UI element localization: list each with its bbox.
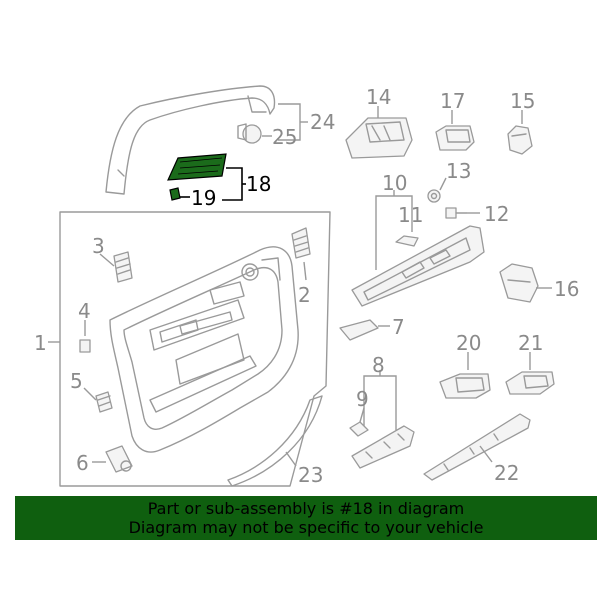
part-6-bracket <box>105 445 133 473</box>
callout-2: 2 <box>298 283 311 307</box>
callout-10: 10 <box>382 171 407 195</box>
callout-3: 3 <box>92 234 105 258</box>
part-5-bracket <box>95 391 113 413</box>
part-25-clip <box>237 123 262 144</box>
part-7-handle-bezel <box>339 319 379 341</box>
banner-line-1: Part or sub-assembly is #18 in diagram <box>147 499 465 518</box>
callout-7: 7 <box>392 315 405 339</box>
callout-4: 4 <box>78 299 91 323</box>
callout-19: 19 <box>191 186 216 210</box>
part-14-switch-assembly <box>345 117 413 159</box>
callout-11: 11 <box>398 203 423 227</box>
part-22-trim-strip <box>423 413 531 481</box>
callout-16: 16 <box>554 277 579 301</box>
leader-18 <box>222 167 243 201</box>
info-banner: Part or sub-assembly is #18 in diagram D… <box>15 496 597 540</box>
callout-8: 8 <box>372 353 385 377</box>
part-11-cover <box>395 235 419 247</box>
part-1-door-trim-panel <box>109 246 299 453</box>
part-19-clip <box>169 187 181 201</box>
callout-15: 15 <box>510 89 535 113</box>
part-3-bracket <box>113 251 133 283</box>
callout-21: 21 <box>518 331 543 355</box>
part-15-switch <box>507 125 533 155</box>
callout-1: 1 <box>34 331 47 355</box>
callout-17: 17 <box>440 89 465 113</box>
callout-24: 24 <box>310 110 335 134</box>
callout-20: 20 <box>456 331 481 355</box>
part-16-panel <box>499 263 539 303</box>
callout-22: 22 <box>494 461 519 485</box>
part-23-weatherstrip <box>227 395 323 487</box>
leader-8 <box>363 375 397 430</box>
callout-5: 5 <box>70 369 83 393</box>
callout-25: 25 <box>272 125 297 149</box>
part-20-handle <box>439 373 491 399</box>
callout-12: 12 <box>484 202 509 226</box>
part-18-window-switch <box>167 153 227 181</box>
banner-line-2: Diagram may not be specific to your vehi… <box>128 518 484 537</box>
part-24-pull-handle <box>105 85 276 195</box>
part-2-bracket <box>291 227 311 259</box>
callout-18: 18 <box>246 172 271 196</box>
part-12-screw <box>445 207 467 219</box>
door-panel-box <box>59 211 331 487</box>
part-13-washer <box>427 189 441 203</box>
part-21-handle <box>505 371 555 395</box>
part-10-armrest <box>351 225 485 307</box>
part-8-bracket <box>351 425 415 469</box>
callout-14: 14 <box>366 85 391 109</box>
callout-9: 9 <box>356 387 369 411</box>
part-17-switch <box>435 125 475 151</box>
callout-6: 6 <box>76 451 89 475</box>
callout-13: 13 <box>446 159 471 183</box>
callout-23: 23 <box>298 463 323 487</box>
part-4-clip <box>79 339 91 353</box>
part-9-clip <box>349 421 369 437</box>
